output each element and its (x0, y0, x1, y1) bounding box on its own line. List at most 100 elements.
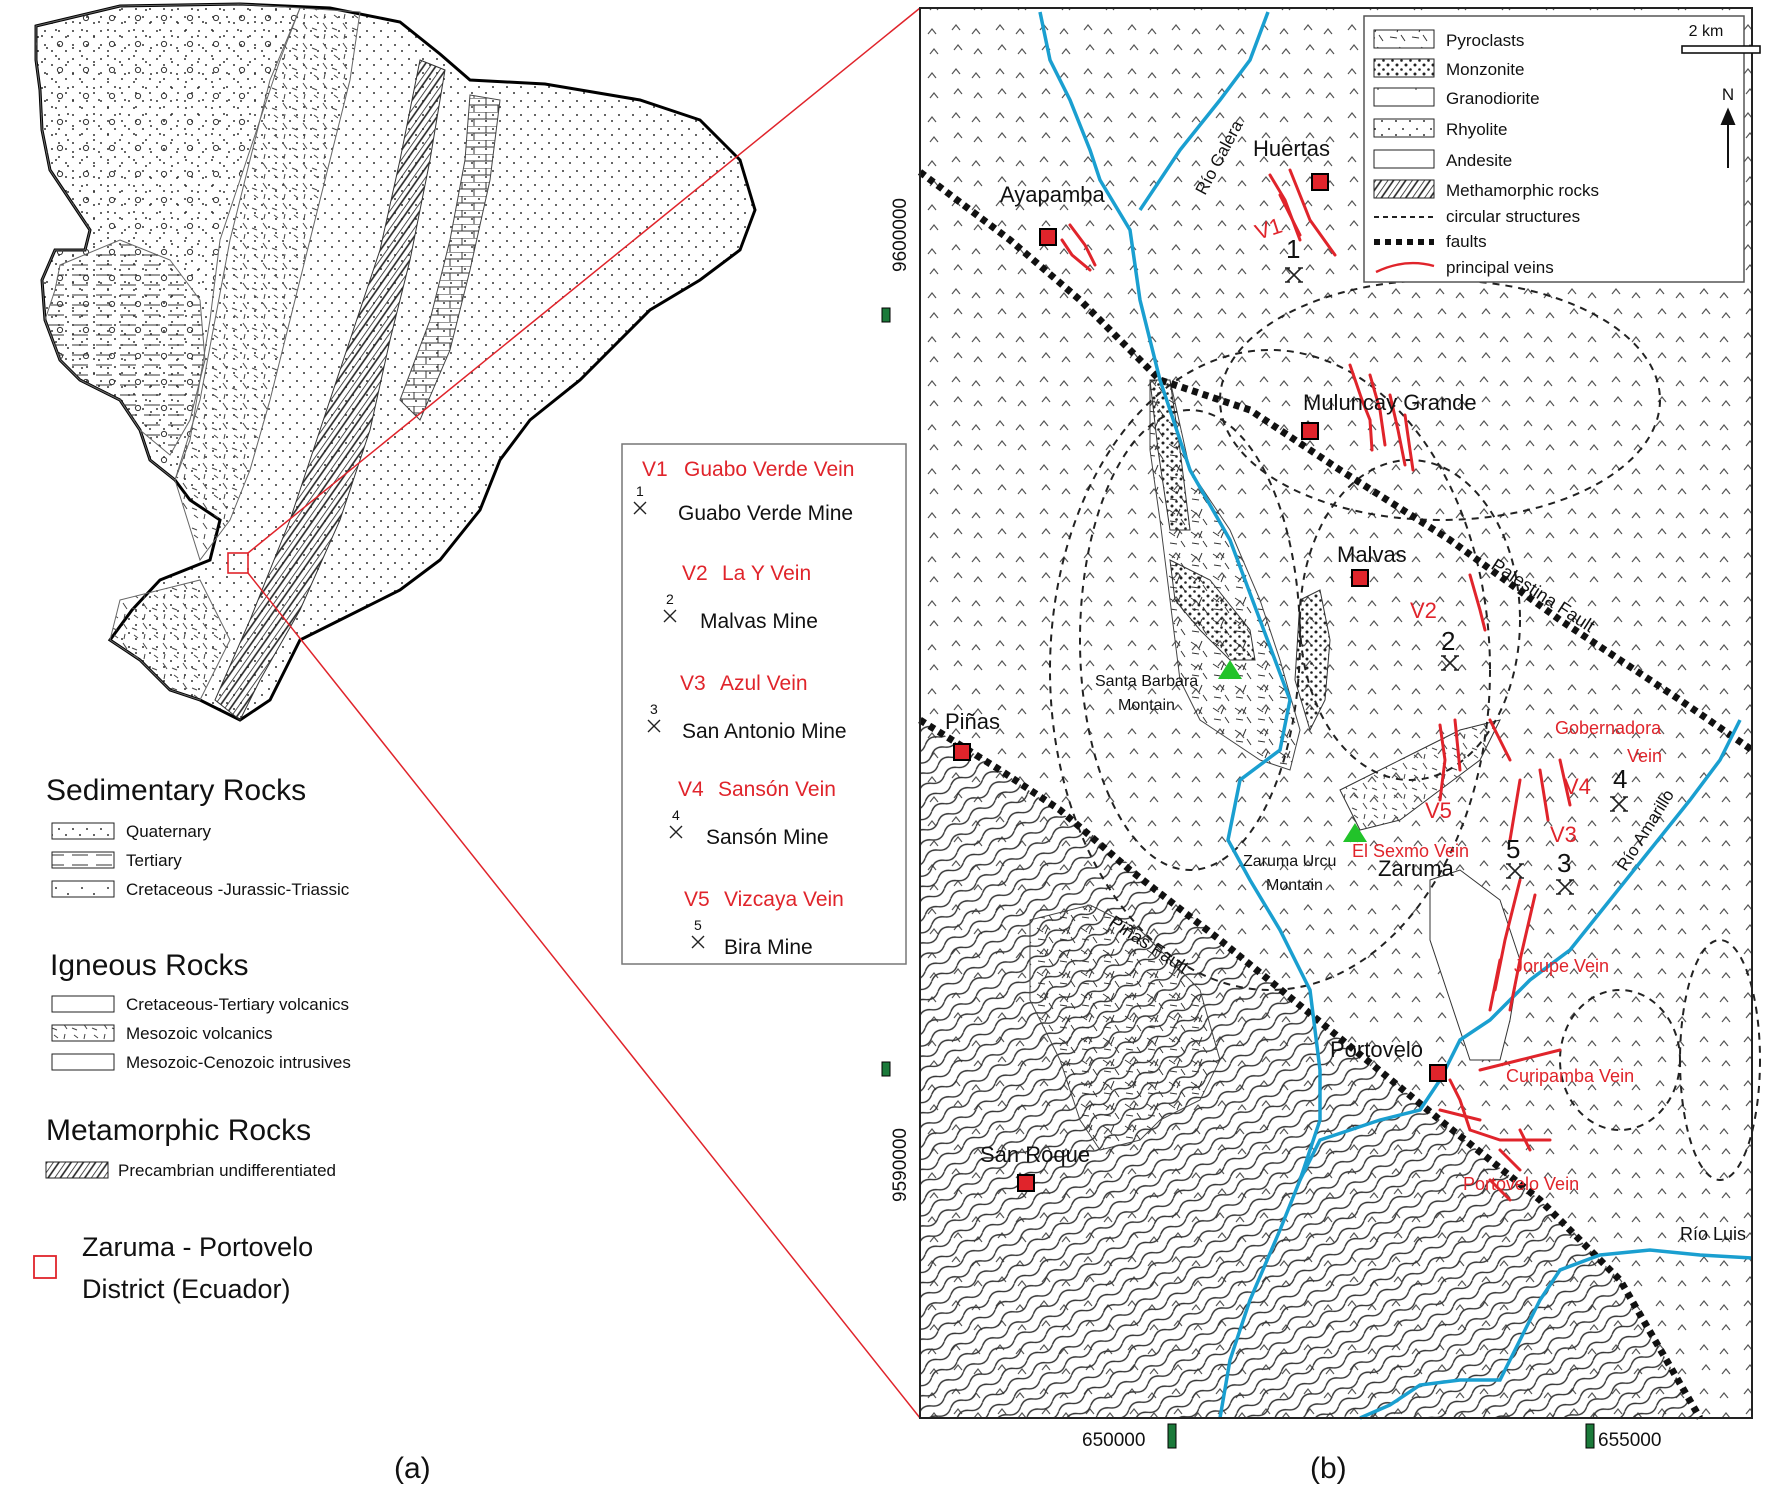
legend-igneous-title: Igneous Rocks (50, 949, 248, 982)
mine-number-3: 3 (1557, 848, 1571, 878)
mountain-zaruma-urcu-2: Montain (1266, 877, 1323, 894)
panel-label-b: (b) (1310, 1452, 1347, 1485)
swatch-cretaceous (51, 880, 115, 898)
swatch-rhyolite (1373, 118, 1435, 138)
legend-district-2: District (Ecuador) (82, 1274, 291, 1304)
district-marker (227, 552, 249, 574)
map-legend-circular: circular structures (1446, 207, 1580, 226)
y-label-bottom: 9590000 (890, 1128, 911, 1202)
mountain-zaruma-urcu: Zaruma Urcu (1243, 853, 1336, 870)
y-label-top: 9600000 (890, 198, 911, 272)
swatch-quaternary (51, 822, 115, 840)
town-huertas: Huertas (1253, 136, 1330, 161)
vein-legend-num-3: 3 (650, 701, 658, 717)
pyroclast-body-central (1149, 379, 1301, 771)
zoom-line-bottom (247, 572, 921, 1419)
rhyolite-body-1 (1169, 559, 1256, 661)
rio-luis (1359, 1248, 1753, 1420)
axes: 9600000 9590000 650000 655000 (881, 198, 1661, 1451)
scale-bar (1681, 45, 1761, 54)
north-arrow-icon (1720, 107, 1736, 168)
vein-legend-code-3: V3 (680, 672, 706, 695)
vein-legend-mine-4: Sansón Mine (706, 826, 829, 849)
vein-legend-code-4: V4 (678, 778, 704, 801)
rhyolite-body-2 (1149, 379, 1191, 531)
mine-symbols (1285, 267, 1628, 895)
detail-map-frame (919, 7, 1753, 1419)
vein-label-v2: V2 (1410, 598, 1437, 623)
coastal-tertiary (44, 239, 206, 456)
panel-label-a: (a) (394, 1452, 431, 1485)
town-marker-san-roque (1017, 1174, 1035, 1192)
zaruma-urcu-mountain-marker (1343, 823, 1367, 842)
rio-amarillo (1298, 719, 1742, 1181)
vein-label-v3: V3 (1550, 822, 1577, 847)
vein-legend-num-1: 1 (636, 483, 644, 499)
overview-map (34, 2, 921, 1419)
town-muluncay-grande: Muluncay Grande (1303, 390, 1477, 415)
mine-number-2: 2 (1441, 626, 1455, 656)
rivers (1038, 11, 1753, 1420)
circular-structures (1049, 279, 1761, 1181)
map-legend-pyroclasts: Pyroclasts (1446, 31, 1524, 50)
zoom-line-top (247, 7, 921, 554)
north-label: N (1722, 85, 1734, 104)
vein-legend-code-2: V2 (682, 562, 708, 585)
vein-label-gobernadora: Gobernadora (1555, 718, 1662, 738)
legend-sedimentary-title: Sedimentary Rocks (46, 774, 306, 807)
principal-veins (1060, 168, 1572, 1202)
legend-precambrian: Precambrian undifferentiated (118, 1161, 336, 1180)
vein-legend-vein-5: Vizcaya Vein (724, 888, 844, 911)
town-portovelo: Portovelo (1330, 1037, 1423, 1062)
town-zaruma: Zaruma (1378, 856, 1455, 881)
swatch-monzonite (1373, 58, 1435, 78)
town-marker-pinas (953, 743, 971, 761)
town-marker-portovelo (1429, 1064, 1447, 1082)
vein-legend-vein-3: Azul Vein (720, 672, 808, 695)
faults (917, 169, 1754, 1420)
town-markers (953, 173, 1447, 1192)
palestina-fault (917, 169, 1754, 753)
swatch-tertiary (51, 851, 115, 869)
vein-legend-mine-5: Bira Mine (724, 936, 813, 959)
pyroclast-body-south (1029, 904, 1221, 1151)
map-legend-rhyolite: Rhyolite (1446, 120, 1507, 139)
river-luis-label: Río Luis (1680, 1224, 1746, 1244)
legend-tertiary: Tertiary (126, 851, 182, 870)
map-legend-monzonite: Monzonite (1446, 60, 1524, 79)
town-malvas: Malvas (1337, 542, 1407, 567)
swatch-andesite (1373, 149, 1435, 169)
town-ayapamba: Ayapamba (1000, 182, 1106, 207)
rio-calera-branch (1138, 11, 1270, 211)
legend-metamorphic-title: Metamorphic Rocks (46, 1114, 311, 1147)
vein-legend-vein-2: La Y Vein (722, 562, 811, 585)
map-legend-andesite: Andesite (1446, 151, 1512, 170)
town-marker-malvas (1351, 569, 1369, 587)
x-label-left: 650000 (1082, 1430, 1145, 1451)
x-tick-left (1167, 1423, 1177, 1449)
x-tick-right (1585, 1423, 1595, 1449)
y-tick-bottom (881, 1061, 891, 1077)
vein-label-el-sexmo: El Sexmo Vein (1352, 841, 1469, 861)
town-marker-muluncay (1301, 422, 1319, 440)
x-label-right: 655000 (1598, 1430, 1661, 1451)
map-legend-veins: principal veins (1446, 258, 1554, 277)
mine-number-4: 4 (1613, 764, 1627, 794)
vein-legend-num-5: 5 (694, 917, 702, 933)
map-legend-granodiorite: Granodiorite (1446, 89, 1540, 108)
vein-label-gobernadora-2: Vein (1627, 746, 1662, 766)
vein-mine-legend: V1 Guabo Verde Vein 1 Guabo Verde Mine V… (621, 443, 907, 965)
swatch-methamorphic (1373, 179, 1435, 199)
vein-legend-num-2: 2 (666, 591, 674, 607)
vein-legend-vein-1: Guabo Verde Vein (684, 458, 854, 481)
swatch-pyroclasts (1373, 29, 1435, 49)
pinas-fault (918, 717, 1704, 1420)
mountain-santa-barbara-2: Montain (1118, 697, 1175, 714)
vein-label-jorupe: Jorupe Vein (1514, 956, 1609, 976)
western-volcanics (174, 7, 361, 562)
y-tick-top (881, 307, 891, 323)
swatch-intrusives (51, 1053, 115, 1071)
legend-quaternary: Quaternary (126, 822, 212, 841)
vein-label-curipamba: Curipamba Vein (1506, 1066, 1634, 1086)
